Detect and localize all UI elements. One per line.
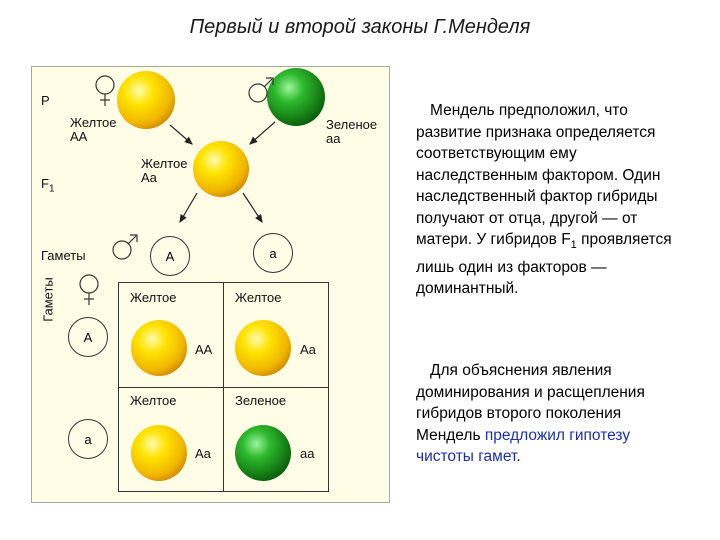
p1-text: Мендель предположил, что развитие призна… bbox=[416, 102, 661, 248]
cell-1-color: Желтое bbox=[130, 290, 177, 305]
arrow-f1-to-gamete-a bbox=[179, 192, 198, 224]
parent-yellow-genotype: AA bbox=[70, 129, 88, 144]
row-label-p: P bbox=[41, 93, 50, 108]
paragraph-1: Мендель предположил, что развитие призна… bbox=[416, 100, 688, 300]
pea-parent-yellow bbox=[117, 71, 175, 129]
arrow-p-to-f1-right bbox=[249, 121, 276, 145]
page-title: Первый и второй законы Г.Менделя bbox=[189, 16, 531, 38]
pea-cell-4 bbox=[235, 425, 291, 481]
explanation-paragraph-2: Для объяснения явления доминирования и р… bbox=[416, 360, 688, 468]
p1-end: проявляется лишь один из факторов — доми… bbox=[416, 231, 672, 298]
cell-1-genotype: AA bbox=[195, 342, 213, 357]
p2-highlight: предложил гипотезу чистоты гамет bbox=[416, 426, 631, 466]
gamete-top-b: a bbox=[253, 233, 293, 273]
female-symbol-icon bbox=[79, 274, 99, 305]
pea-f1-yellow bbox=[193, 141, 249, 197]
parent-green-genotype: aa bbox=[326, 131, 341, 146]
f1-color: Желтое bbox=[141, 156, 188, 171]
punnett-grid bbox=[118, 282, 329, 492]
parent-yellow-color: Желтое bbox=[70, 115, 117, 130]
row-label-gametes: Гаметы bbox=[41, 248, 86, 263]
row-label-f1: F1 bbox=[41, 161, 55, 197]
p1-sub: 1 bbox=[570, 239, 577, 252]
male-symbol-icon bbox=[112, 234, 138, 260]
gamete-left-b: a bbox=[68, 419, 108, 459]
p2-text: Для объяснения явления доминирования и р… bbox=[416, 362, 645, 444]
cell-2-color: Желтое bbox=[235, 290, 282, 305]
arrow-f1-to-gamete-b bbox=[242, 192, 263, 224]
cell-4-color: Зеленое bbox=[235, 393, 287, 408]
pea-cell-3 bbox=[131, 425, 187, 481]
row-label-f1-sub: 1 bbox=[48, 183, 55, 195]
paragraph-2: Для объяснения явления доминирования и р… bbox=[416, 360, 688, 468]
f1-genotype: Aa bbox=[141, 170, 157, 185]
cell-4-genotype: aa bbox=[300, 446, 315, 461]
gamete-left-a: A bbox=[68, 317, 108, 357]
pea-cell-1 bbox=[131, 320, 187, 376]
female-symbol-icon bbox=[95, 75, 115, 106]
explanation-paragraph-1: Мендель предположил, что развитие призна… bbox=[416, 100, 688, 300]
cell-3-genotype: Aa bbox=[195, 446, 211, 461]
cell-3-color: Желтое bbox=[130, 393, 177, 408]
row-label-f1-text: F bbox=[41, 176, 49, 191]
male-symbol-icon bbox=[248, 77, 274, 103]
gamete-top-a: A bbox=[150, 236, 190, 276]
cell-2-genotype: Aa bbox=[300, 342, 316, 357]
col-label-gametes: Гаметы bbox=[40, 277, 56, 322]
pea-cell-2 bbox=[235, 320, 291, 376]
parent-green-color: Зеленое bbox=[326, 117, 378, 132]
pea-parent-green bbox=[267, 68, 325, 126]
arrow-p-to-f1-left bbox=[169, 124, 193, 145]
grid-divider-horizontal bbox=[119, 387, 328, 388]
p2-end: . bbox=[516, 448, 521, 465]
